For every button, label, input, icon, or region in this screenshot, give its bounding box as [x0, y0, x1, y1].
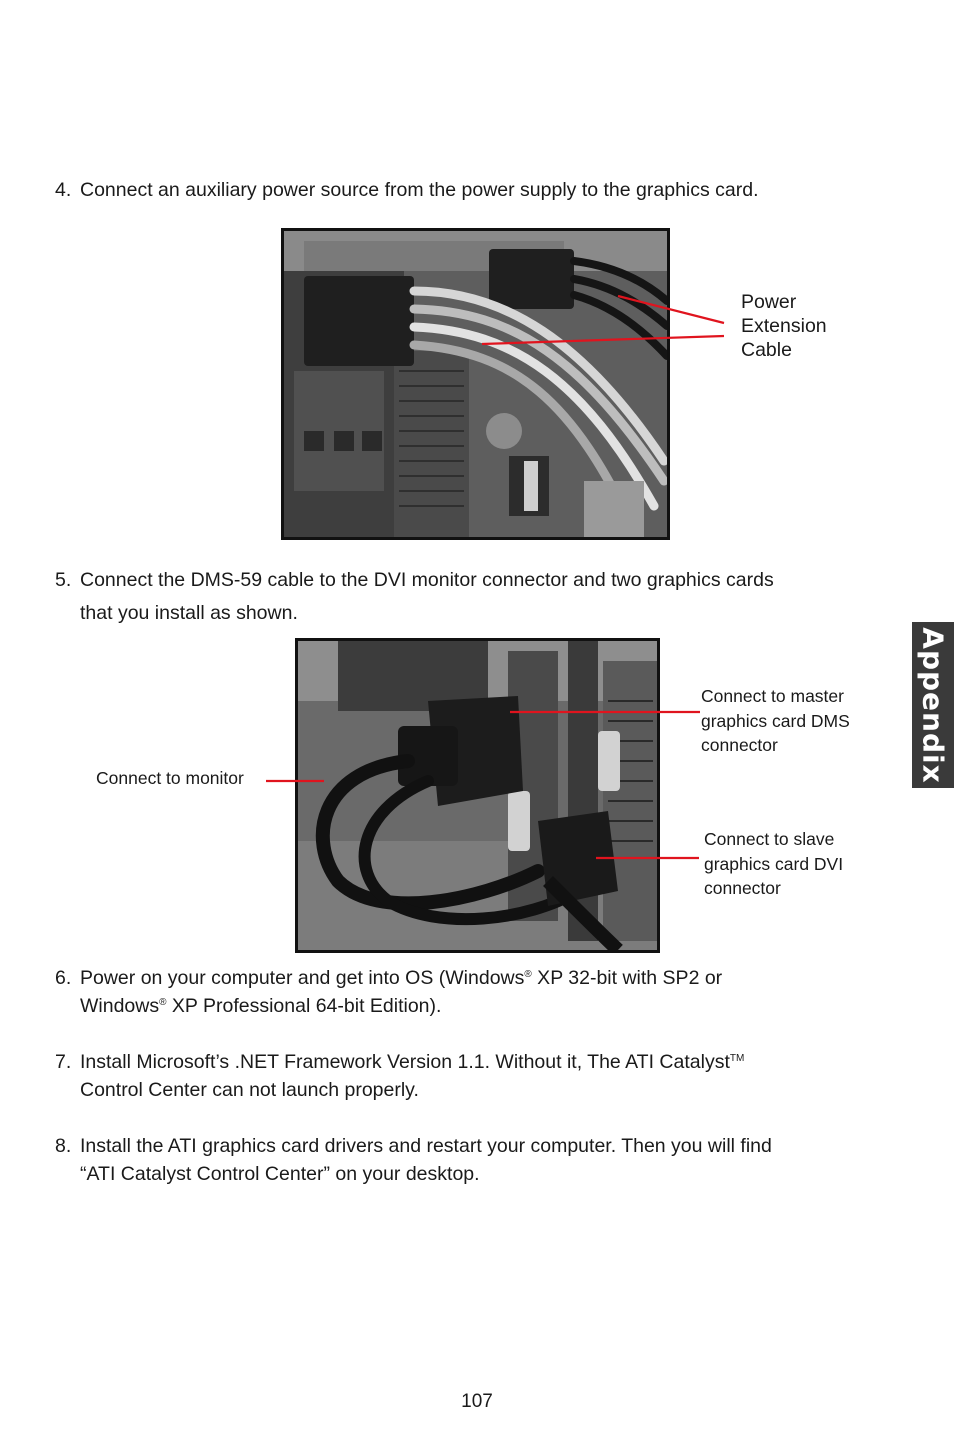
- step-6-number: 6.: [55, 967, 72, 989]
- page-number: 107: [461, 1391, 493, 1412]
- step-5-number: 5.: [55, 569, 72, 591]
- step-4-number: 4.: [55, 179, 72, 201]
- connect-slave-label: Connect to slave graphics card DVI conne…: [704, 827, 873, 901]
- power-cable-photo: [281, 228, 670, 540]
- step-8-line2: “ATI Catalyst Control Center” on your de…: [80, 1163, 480, 1185]
- step-7: 7. Install Microsoft’s .NET Framework Ver…: [55, 1048, 744, 1104]
- power-extension-cable-label-line2: Extension: [741, 315, 827, 337]
- appendix-side-tab: Appendix: [912, 622, 954, 788]
- step-7-line2: Control Center can not launch properly.: [80, 1079, 419, 1101]
- step-5: 5. Connect the DMS-59 cable to the DVI mo…: [55, 566, 774, 627]
- step-6-text-c: Windows: [80, 995, 160, 1017]
- step-6-text-b: XP 32-bit with SP2 or: [531, 967, 723, 989]
- step-4: 4. Connect an auxiliary power source from…: [55, 176, 759, 204]
- registered-mark: ®: [524, 969, 532, 980]
- step-5-line1: Connect the DMS-59 cable to the DVI moni…: [80, 569, 774, 591]
- step-6-text-a: Power on your computer and get into OS (…: [80, 967, 525, 989]
- connect-slave-label-line3: connector: [704, 878, 781, 898]
- dms59-cable-photo-drawing: [298, 641, 657, 950]
- step-6-line2: Windows® XP Professional 64-bit Edition)…: [55, 992, 722, 1020]
- connect-slave-label-line2: graphics card DVI: [704, 853, 844, 874]
- step-5-line2: that you install as shown.: [80, 602, 298, 624]
- trademark-mark: TM: [729, 1053, 745, 1064]
- power-extension-cable-label: Power Extension Cable: [741, 290, 827, 362]
- dms59-cable-photo: [295, 638, 660, 953]
- appendix-side-tab-label: Appendix: [916, 626, 950, 784]
- connect-slave-label-line1: Connect to slave: [704, 829, 835, 849]
- connect-master-label: Connect to master graphics card DMS conn…: [701, 684, 850, 758]
- step-6-text-d: XP Professional 64-bit Edition).: [166, 995, 442, 1017]
- step-8-number: 8.: [55, 1135, 72, 1157]
- power-extension-cable-label-line3: Cable: [741, 339, 792, 361]
- step-4-text: Connect an auxiliary power source from t…: [80, 179, 759, 201]
- step-8: 8. Install the ATI graphics card drivers …: [55, 1132, 772, 1188]
- step-7-number: 7.: [55, 1051, 72, 1073]
- step-8-text-a: Install the ATI graphics card drivers an…: [80, 1135, 772, 1157]
- connect-master-label-line1: Connect to master: [701, 686, 844, 706]
- step-6: 6. Power on your computer and get into OS…: [55, 964, 722, 1020]
- registered-mark: ®: [159, 997, 167, 1008]
- connect-master-label-line3: connector: [701, 735, 778, 755]
- power-extension-cable-label-line1: Power: [741, 291, 797, 313]
- connect-master-label-line2: graphics card DMS: [701, 710, 850, 731]
- step-7-text-a: Install Microsoft’s .NET Framework Versi…: [80, 1051, 730, 1073]
- connect-monitor-label: Connect to monitor: [96, 768, 244, 788]
- power-cable-photo-drawing: [284, 231, 667, 537]
